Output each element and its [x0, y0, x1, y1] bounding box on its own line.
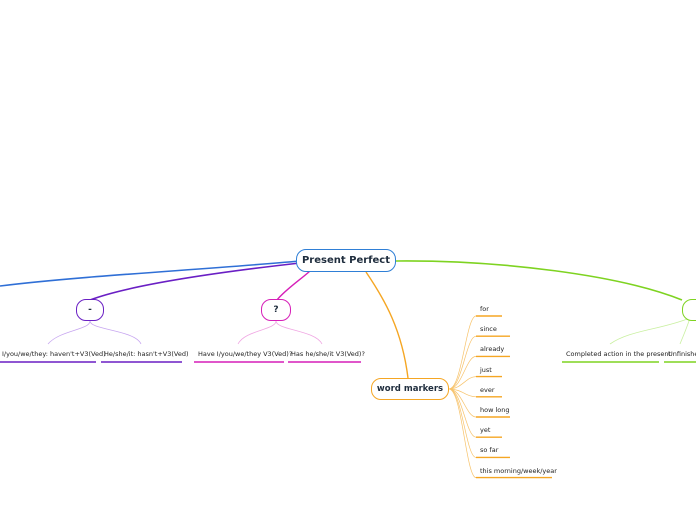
branch-node-word-markers[interactable]: word markers [371, 378, 449, 400]
word-marker-item[interactable]: yet [480, 426, 491, 435]
connector-question-item-2 [275, 320, 323, 345]
connector-question-item-1 [237, 320, 277, 345]
connector-word-marker-4 [448, 376, 477, 390]
question-item-2[interactable]: Has he/she/it V3(Ved)? [291, 350, 365, 358]
word-marker-item[interactable]: just [480, 365, 492, 374]
negative-item-2[interactable]: He/she/it: hasn't+V3(Ved) [104, 350, 189, 358]
branch-node-negative-label: - [88, 305, 92, 315]
word-marker-item[interactable]: so far [480, 446, 499, 455]
root-node-label: Present Perfect [301, 255, 391, 266]
word-marker-item[interactable]: how long [480, 406, 510, 414]
connector-negative-item-1 [47, 320, 91, 345]
root-node-present-perfect[interactable]: Present Perfect [296, 249, 396, 272]
usage-item-2[interactable]: Unfinished [668, 350, 696, 358]
branch-node-negative[interactable]: - [76, 299, 104, 321]
connector-word-marker-8 [448, 388, 477, 458]
connector-usage [395, 260, 683, 301]
negative-item-1[interactable]: I/you/we/they: haven't+V3(Ved) [2, 350, 106, 358]
word-marker-item[interactable]: for [480, 305, 489, 313]
question-item-1[interactable]: Have I/you/we/they V3(Ved)? [198, 350, 293, 358]
connector-word-marker-2 [448, 335, 477, 390]
usage-item-1[interactable]: Completed action in the present [566, 350, 672, 358]
branch-node-question-label: ? [273, 305, 279, 315]
connector-word-marker-9 [448, 388, 477, 478]
branch-node-usage[interactable] [682, 299, 696, 321]
connector-question [276, 270, 311, 301]
word-marker-item[interactable]: this morning/week/year [480, 466, 557, 475]
connector-negative [89, 262, 301, 301]
connector-offscreen-left [0, 260, 301, 287]
word-marker-connectors [448, 315, 552, 479]
connector-negative-item-2 [89, 320, 142, 345]
branch-node-question[interactable]: ? [261, 299, 291, 321]
connector-usage-item-1 [609, 317, 691, 345]
connector-word-markers [365, 271, 409, 379]
connector-word-marker-6 [448, 388, 477, 418]
branch-node-word-markers-label: word markers [376, 384, 444, 394]
word-marker-item[interactable]: already [480, 345, 505, 354]
connector-word-marker-1 [448, 315, 477, 390]
connector-word-marker-3 [448, 356, 477, 390]
word-marker-item[interactable]: since [480, 325, 497, 334]
word-marker-item[interactable]: ever [480, 385, 495, 394]
connector-usage-item-2 [679, 317, 691, 345]
